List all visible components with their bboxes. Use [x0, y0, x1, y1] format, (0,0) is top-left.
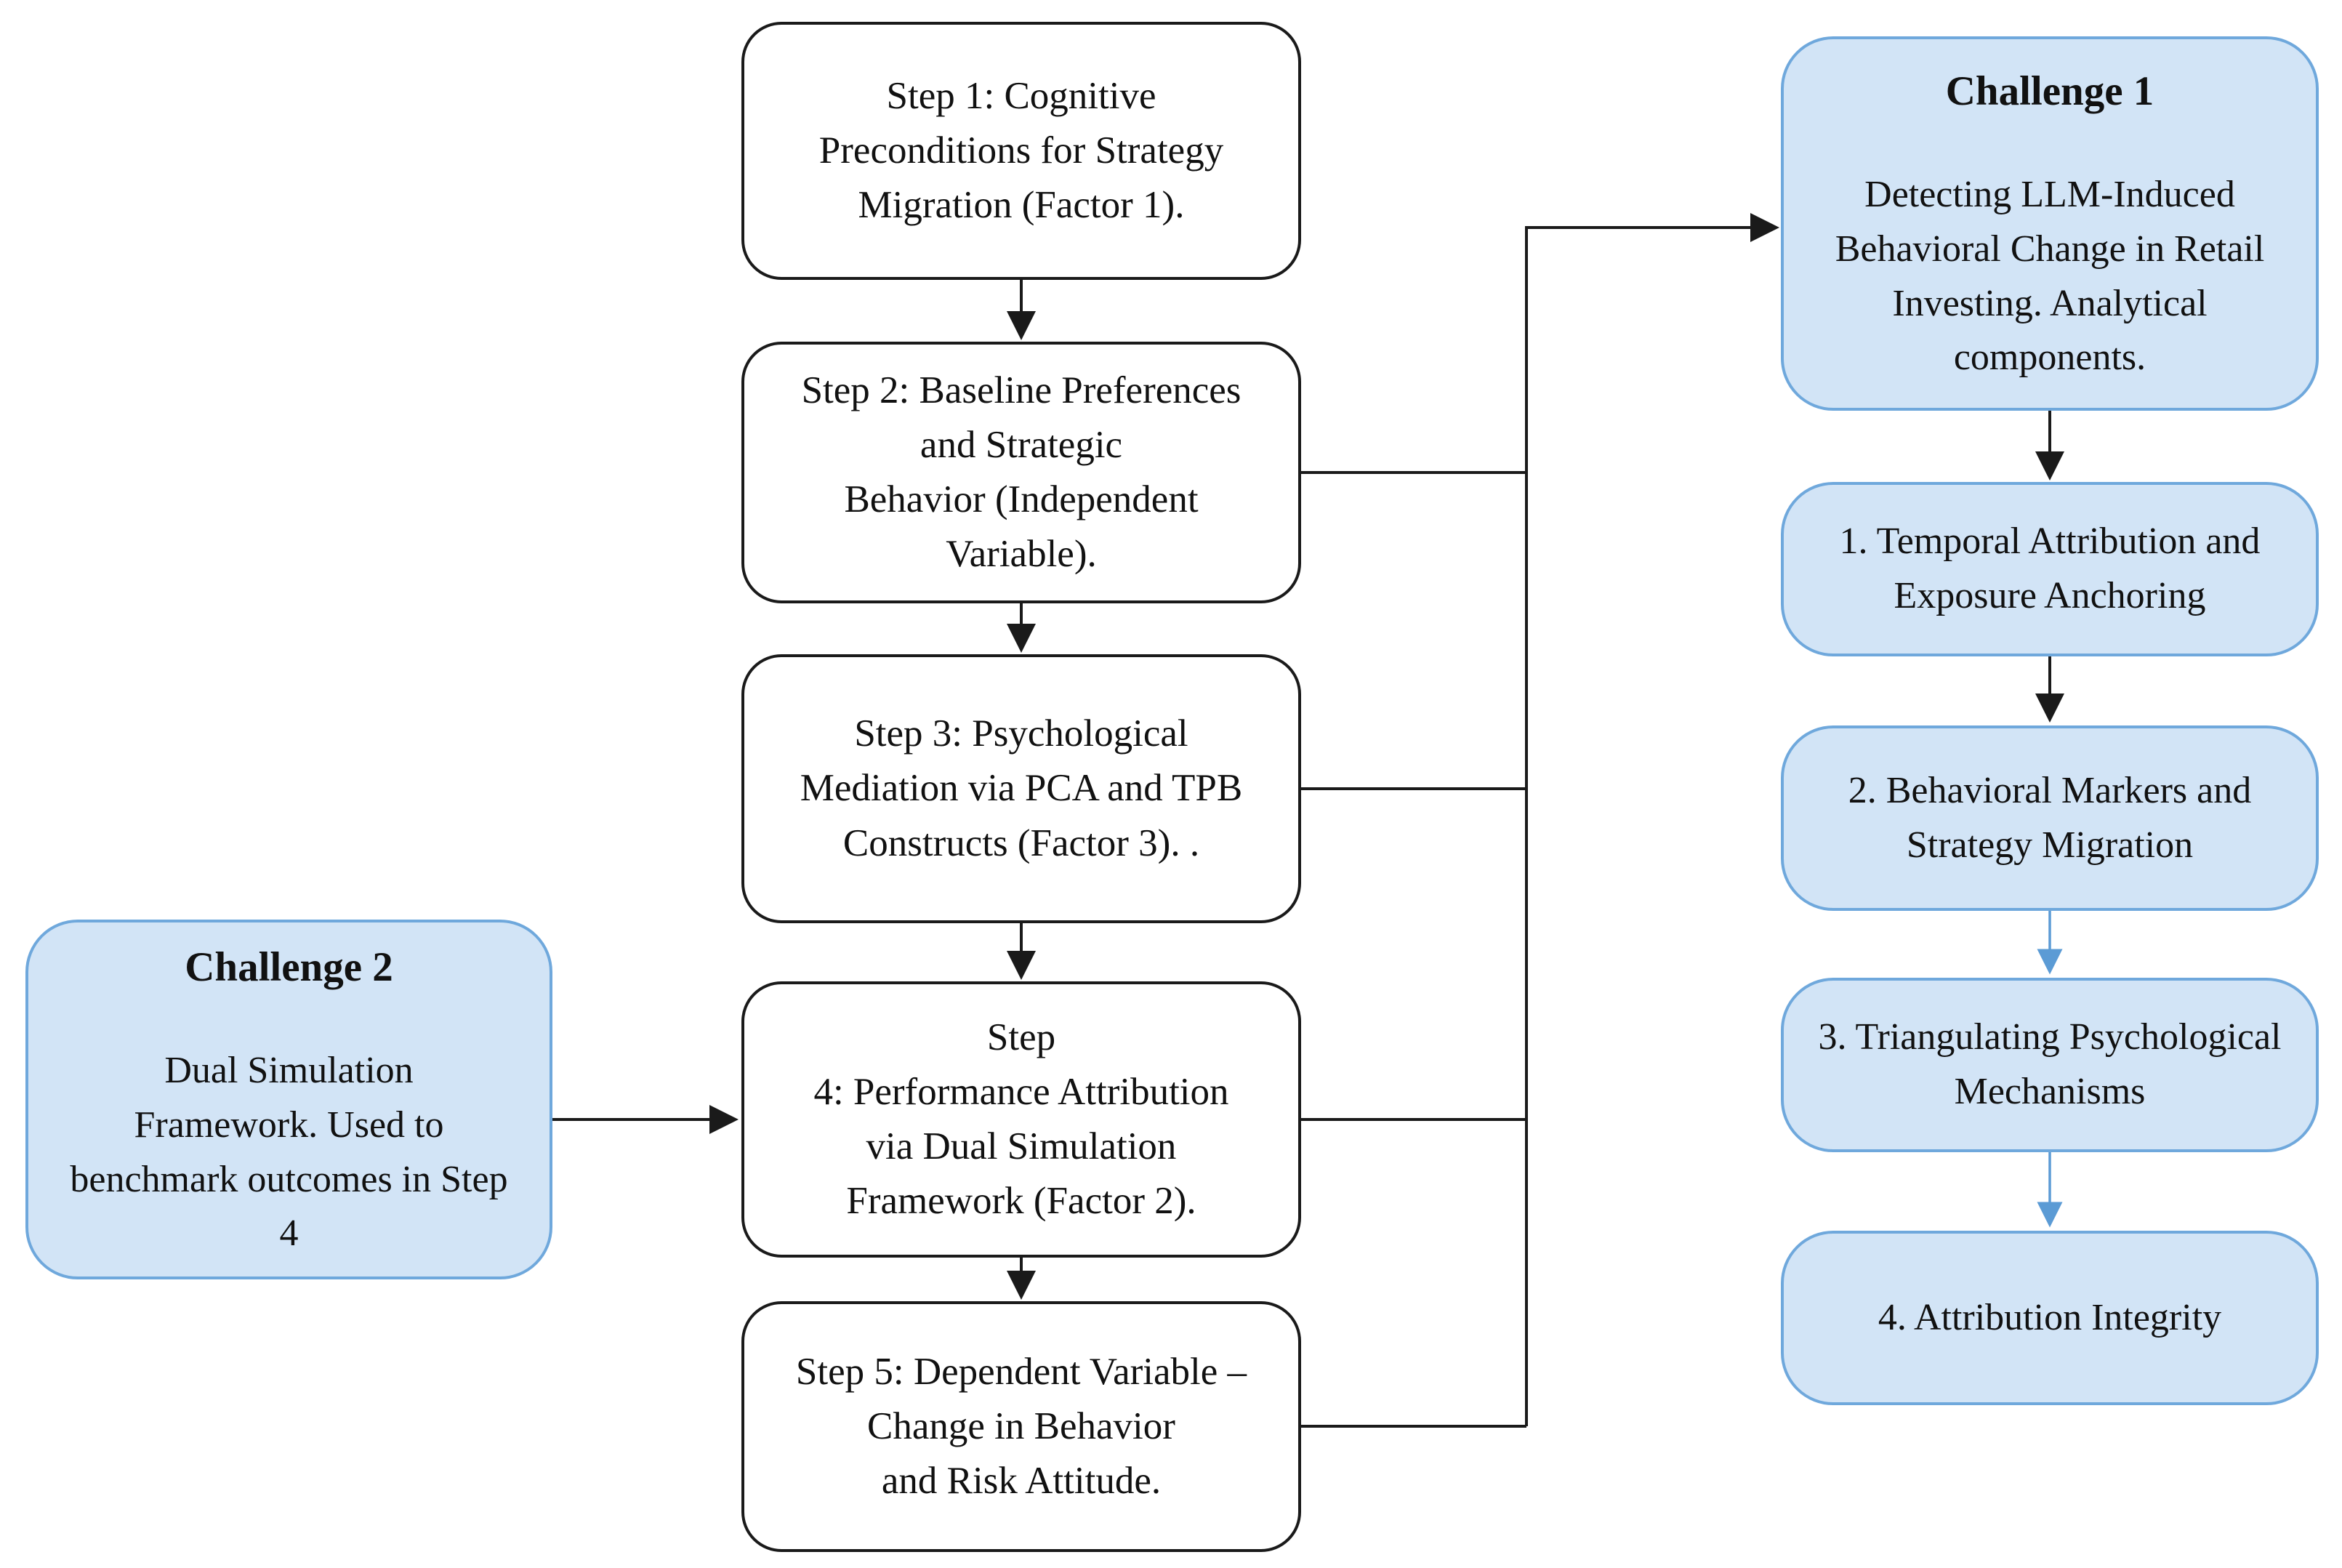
- challenge-2-body: Dual Simulation Framework. Used to bench…: [70, 1049, 508, 1255]
- analytical-item-4-label: 4. Attribution Integrity: [1878, 1296, 2222, 1338]
- analytical-item-2-box: 2. Behavioral Markers and Strategy Migra…: [1781, 725, 2319, 911]
- challenge-1-box: Challenge 1 Detecting LLM-Induced Behavi…: [1781, 36, 2319, 411]
- arrow-collector-to-challenge1: [1525, 213, 1779, 1426]
- analytical-item-1-label: 1. Temporal Attribution and Exposure Anc…: [1839, 520, 2261, 616]
- step-5-box: Step 5: Dependent Variable – Change in B…: [741, 1301, 1301, 1552]
- step-1-box: Step 1: Cognitive Preconditions for Stra…: [741, 22, 1301, 280]
- step-3-box: Step 3: Psychological Mediation via PCA …: [741, 654, 1301, 923]
- step-4-box: Step 4: Performance Attribution via Dual…: [741, 981, 1301, 1258]
- step-5-label: Step 5: Dependent Variable – Change in B…: [795, 1350, 1247, 1503]
- step-2-label: Step 2: Baseline Preferences and Strateg…: [801, 369, 1242, 576]
- step-1-label: Step 1: Cognitive Preconditions for Stra…: [818, 74, 1224, 227]
- challenge-2-box: Challenge 2 Dual Simulation Framework. U…: [25, 920, 552, 1279]
- analytical-item-3-box: 3. Triangulating Psychological Mechanism…: [1781, 978, 2319, 1152]
- step-2-box: Step 2: Baseline Preferences and Strateg…: [741, 342, 1301, 603]
- challenge-2-title: Challenge 2: [185, 944, 393, 990]
- analytical-item-3-label: 3. Triangulating Psychological Mechanism…: [1818, 1016, 2282, 1112]
- step-4-label: Step 4: Performance Attribution via Dual…: [813, 1016, 1229, 1223]
- analytical-item-2-label: 2. Behavioral Markers and Strategy Migra…: [1848, 769, 2252, 866]
- analytical-item-4-box: 4. Attribution Integrity: [1781, 1231, 2319, 1405]
- step-3-label: Step 3: Psychological Mediation via PCA …: [800, 712, 1243, 864]
- analytical-item-1-box: 1. Temporal Attribution and Exposure Anc…: [1781, 482, 2319, 656]
- challenge-1-title: Challenge 1: [1945, 68, 2154, 114]
- challenge-1-body: Detecting LLM-Induced Behavioral Change …: [1835, 173, 2265, 379]
